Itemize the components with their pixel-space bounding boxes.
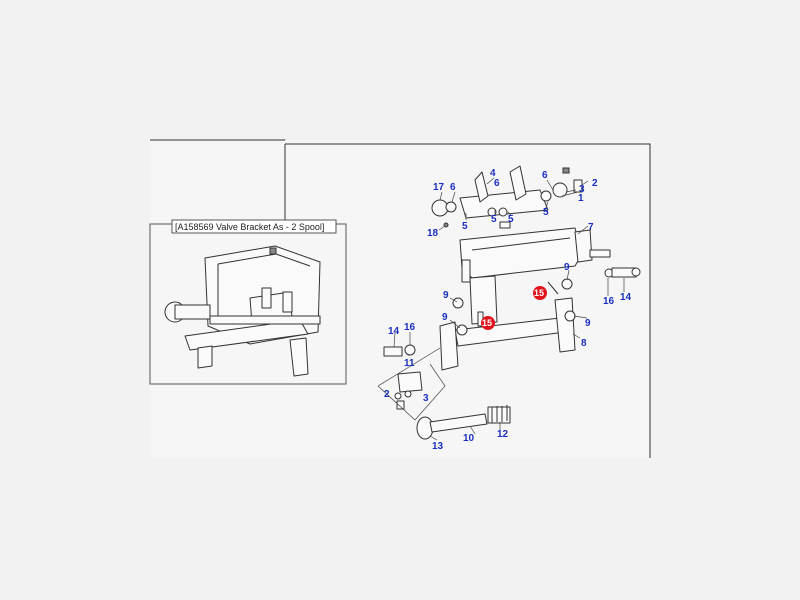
callout-7[interactable]: 7 — [588, 222, 594, 233]
inset-caption-box — [171, 219, 337, 234]
inset-caption: [A158569 Valve Bracket As - 2 Spool] — [175, 222, 324, 232]
callout-14-left[interactable]: 14 — [388, 326, 400, 337]
main-assembly-drawing — [377, 165, 641, 440]
inset-assembly-drawing — [164, 245, 321, 377]
callout-6-b[interactable]: 6 — [494, 178, 500, 189]
callout-8[interactable]: 8 — [581, 338, 587, 349]
highlighted-callout-15-left[interactable]: 15 — [481, 316, 495, 330]
callout-9-left-top[interactable]: 9 — [443, 290, 449, 301]
highlight-marker — [481, 316, 495, 330]
callout-labels: 17 6 4 6 6 2 3 1 5 5 5 5 18 7 9 16 14 9 … — [384, 168, 632, 452]
callout-5-a[interactable]: 5 — [462, 221, 468, 232]
callout-18[interactable]: 18 — [427, 228, 439, 239]
callout-2-bottom[interactable]: 2 — [384, 389, 390, 400]
highlight-marker — [533, 286, 547, 300]
callout-6-c[interactable]: 6 — [542, 170, 548, 181]
leader-lines — [393, 177, 625, 441]
callout-6-a[interactable]: 6 — [450, 182, 456, 193]
highlight-label: 15 — [534, 288, 544, 298]
callout-13[interactable]: 13 — [432, 441, 444, 452]
callout-5-c[interactable]: 5 — [508, 214, 514, 225]
highlight-label: 15 — [482, 318, 492, 328]
callout-3-top[interactable]: 3 — [579, 184, 585, 195]
callout-16-left[interactable]: 16 — [404, 322, 416, 333]
callout-4[interactable]: 4 — [490, 168, 496, 179]
callout-1[interactable]: 1 — [578, 193, 584, 204]
callout-9-left-mid[interactable]: 9 — [442, 312, 448, 323]
callout-12[interactable]: 12 — [497, 429, 509, 440]
callout-10[interactable]: 10 — [463, 433, 475, 444]
callout-14-right[interactable]: 14 — [620, 292, 632, 303]
callout-11[interactable]: 11 — [404, 358, 415, 369]
callout-9-right-mid[interactable]: 9 — [585, 318, 591, 329]
callout-9-right-top[interactable]: 9 — [564, 262, 570, 273]
callout-5-b[interactable]: 5 — [491, 214, 497, 225]
callout-2-top[interactable]: 2 — [592, 178, 598, 189]
callout-3-bottom[interactable]: 3 — [423, 393, 429, 404]
callout-17[interactable]: 17 — [433, 182, 445, 193]
callout-5-d[interactable]: 5 — [543, 207, 549, 218]
callout-16-right[interactable]: 16 — [603, 296, 615, 307]
highlighted-callout-15-right[interactable]: 15 — [533, 286, 547, 300]
